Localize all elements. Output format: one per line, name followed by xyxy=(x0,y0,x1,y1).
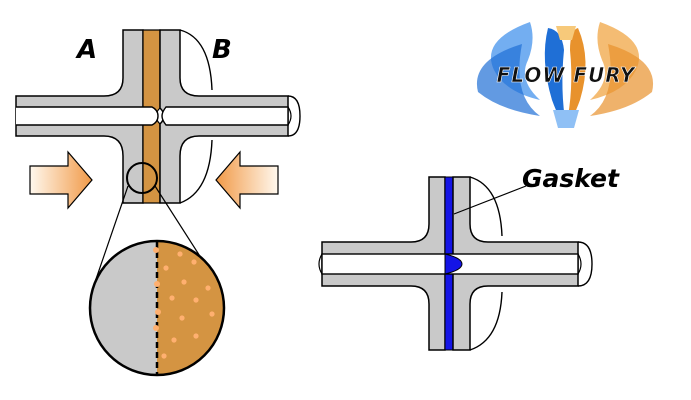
label-side-a: A xyxy=(75,35,97,65)
label-gasket: Gasket xyxy=(522,164,620,193)
pipe-bore-right xyxy=(161,106,289,126)
gasket-bulge xyxy=(444,253,463,275)
flowfury-logo-icon xyxy=(476,22,654,128)
pipe-bore xyxy=(16,106,159,126)
pipe-end-cap xyxy=(287,95,301,137)
gasket-flange-assembly xyxy=(318,176,593,351)
gasket-leader xyxy=(453,185,527,215)
logo-text: FLOW FURY xyxy=(497,63,637,87)
inspection-circle xyxy=(126,162,158,194)
particles xyxy=(153,247,215,359)
left-flange-assembly xyxy=(15,29,301,283)
zoom-detail xyxy=(88,239,226,377)
gasket-flange-shoulder xyxy=(469,176,503,351)
left-arrow-icon xyxy=(215,150,279,210)
gasket-pipe-end-cap xyxy=(577,241,593,287)
label-side-b: B xyxy=(212,35,232,65)
right-arrow-icon xyxy=(29,150,93,210)
flange-b-shoulder xyxy=(179,29,213,204)
